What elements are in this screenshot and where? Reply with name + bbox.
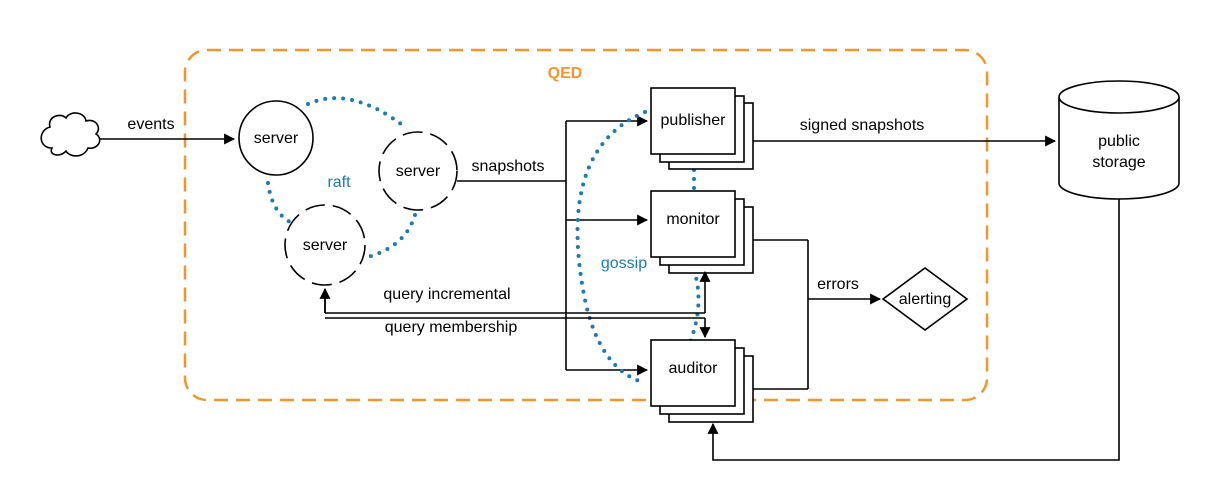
server-leader: [238, 100, 314, 176]
raft-link-top: [306, 96, 407, 129]
monitor-stack: monitor: [650, 190, 754, 274]
raft-label: raft: [327, 174, 351, 191]
server-label: server: [303, 237, 348, 254]
query-membership-label: query membership: [385, 319, 518, 336]
raft-link-left: [266, 181, 292, 224]
gossip-link-monitor-auditor: [687, 268, 701, 347]
cloud-icon: [40, 112, 101, 157]
public-storage-cylinder: public storage: [1058, 80, 1180, 200]
errors-label: errors: [817, 276, 859, 293]
monitor-label: monitor: [666, 211, 720, 228]
alerting-label: alerting: [899, 291, 951, 308]
storage-label-line2: storage: [1092, 154, 1145, 171]
server-follower-left: [284, 204, 366, 286]
gossip-link: [575, 110, 647, 385]
qed-title: QED: [548, 65, 583, 82]
alerting-node: [881, 267, 969, 331]
qed-boundary: [183, 48, 989, 402]
events-label: events: [127, 116, 174, 133]
server-label: server: [254, 130, 299, 147]
auditor-label: auditor: [669, 360, 719, 377]
gossip-label: gossip: [601, 255, 647, 272]
storage-label-line1: public: [1098, 133, 1140, 150]
raft-link-right: [362, 213, 417, 260]
query-incremental-label: query incremental: [383, 286, 510, 303]
publisher-stack: publisher: [650, 87, 754, 170]
server-label: server: [396, 163, 441, 180]
auditor-stack: auditor: [650, 339, 754, 423]
publisher-label: publisher: [661, 112, 727, 129]
server-follower-right: [378, 131, 458, 211]
snapshots-label: snapshots: [472, 158, 545, 175]
signed-snapshots-label: signed snapshots: [800, 117, 925, 134]
